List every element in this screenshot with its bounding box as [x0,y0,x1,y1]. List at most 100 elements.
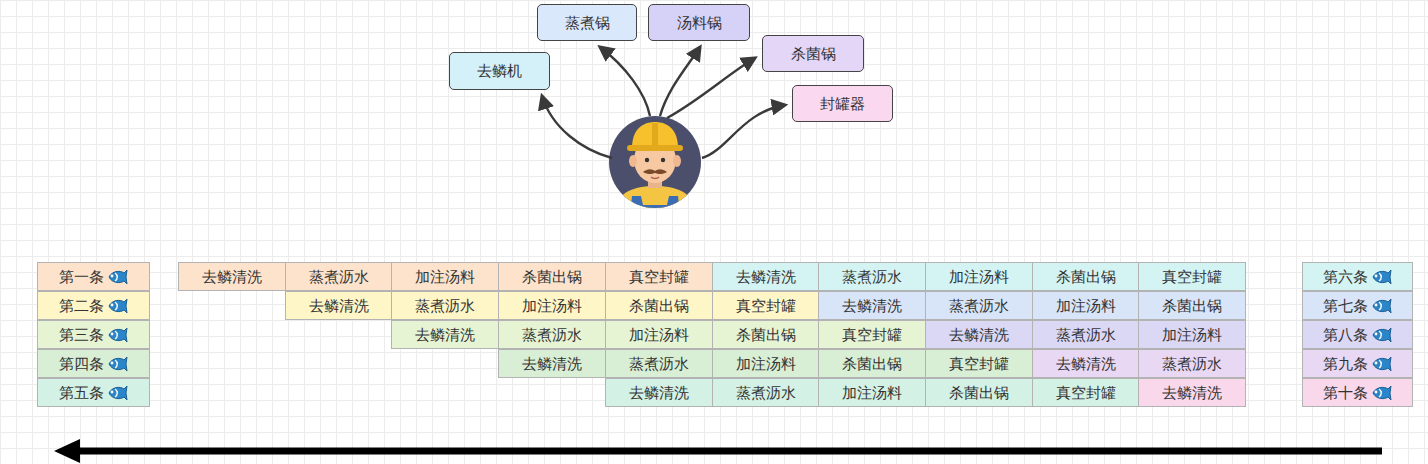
machine-name: 封罐器 [820,95,865,113]
step-name: 杀菌出锅 [522,268,582,286]
worker-arrows [542,47,785,158]
fish-icon [106,327,128,343]
step-cell: 去鳞清洗 [925,320,1033,349]
step-cell: 杀菌出锅 [605,291,713,320]
line-label: 第五条 [59,384,104,402]
step-name: 去鳞清洗 [1056,355,1116,373]
step-name: 加注汤料 [1162,326,1222,344]
fish-icon [1370,327,1392,343]
step-cell: 蒸煮沥水 [1138,349,1246,378]
line-label: 第七条 [1323,297,1368,315]
step-cell: 蒸煮沥水 [1032,320,1140,349]
machine-box: 杀菌锅 [762,35,864,72]
step-cell: 蒸煮沥水 [818,262,926,291]
step-name: 蒸煮沥水 [522,326,582,344]
step-cell: 去鳞清洗 [178,262,286,291]
step-name: 去鳞清洗 [309,297,369,315]
fish-icon [109,299,127,313]
fish-icon [1370,269,1392,285]
step-name: 去鳞清洗 [522,355,582,373]
time-arrow [54,439,1382,463]
fish-icon [106,269,128,285]
fish-icon [1373,386,1391,400]
step-cell: 杀菌出锅 [1032,262,1140,291]
step-name: 蒸煮沥水 [736,384,796,402]
machine-name: 汤料锅 [677,14,722,32]
line-label-box: 第五条 [37,378,150,407]
step-cell: 杀菌出锅 [925,378,1033,407]
step-cell: 真空封罐 [605,262,713,291]
step-cell: 加注汤料 [712,349,820,378]
line-label-box: 第七条 [1302,291,1413,320]
fish-icon [109,270,127,284]
line-label: 第六条 [1323,268,1368,286]
fish-icon [109,328,127,342]
step-name: 加注汤料 [415,268,475,286]
fish-icon [106,298,128,314]
worker-arrow [702,105,785,158]
step-cell: 去鳞清洗 [605,378,713,407]
step-cell: 加注汤料 [818,378,926,407]
line-label-box: 第六条 [1302,262,1413,291]
fish-icon [1373,270,1391,284]
step-cell: 蒸煮沥水 [285,262,393,291]
step-name: 杀菌出锅 [842,355,902,373]
line-label: 第九条 [1323,355,1368,373]
step-cell: 杀菌出锅 [498,262,606,291]
step-name: 去鳞清洗 [629,384,689,402]
fish-icon [109,386,127,400]
line-label-box: 第三条 [37,320,150,349]
step-cell: 蒸煮沥水 [712,378,820,407]
step-cell: 去鳞清洗 [1032,349,1140,378]
worker-mustache [643,169,667,174]
worker-avatar [609,116,701,215]
worker-eye [645,158,649,162]
step-name: 去鳞清洗 [949,326,1009,344]
fish-icon [1370,298,1392,314]
step-name: 杀菌出锅 [1056,268,1116,286]
hard-hat [632,122,678,148]
step-name: 真空封罐 [949,355,1009,373]
step-cell: 去鳞清洗 [391,320,499,349]
worker-arrow [600,47,650,116]
step-cell: 杀菌出锅 [1138,291,1246,320]
step-name: 真空封罐 [629,268,689,286]
step-cell: 加注汤料 [1032,291,1140,320]
machine-name: 蒸煮锅 [565,14,610,32]
machine-name: 杀菌锅 [791,45,836,63]
step-name: 加注汤料 [629,326,689,344]
worker-arrow [660,47,700,116]
step-name: 杀菌出锅 [736,326,796,344]
worker-ear [673,155,681,167]
fish-icon [1373,299,1391,313]
step-name: 去鳞清洗 [202,268,262,286]
worker-arrow [542,96,612,158]
worker-arrow [667,58,755,118]
line-label-box: 第九条 [1302,349,1413,378]
step-cell: 真空封罐 [925,349,1033,378]
line-label: 第三条 [59,326,104,344]
step-cell: 蒸煮沥水 [925,291,1033,320]
time-arrow-head [54,439,80,463]
step-name: 真空封罐 [736,297,796,315]
line-label: 第一条 [59,268,104,286]
worker-overalls [630,196,680,215]
fish-icon [1370,385,1392,401]
step-name: 蒸煮沥水 [309,268,369,286]
machine-box: 蒸煮锅 [537,4,637,41]
step-name: 去鳞清洗 [415,326,475,344]
fish-icon [106,356,128,372]
step-cell: 加注汤料 [605,320,713,349]
machine-name: 去鳞机 [477,62,522,80]
hard-hat-ridge [652,123,658,145]
step-name: 蒸煮沥水 [629,355,689,373]
line-label: 第四条 [59,355,104,373]
step-name: 加注汤料 [522,297,582,315]
worker-eye [661,158,665,162]
step-cell: 真空封罐 [818,320,926,349]
step-name: 真空封罐 [1162,268,1222,286]
step-cell: 加注汤料 [925,262,1033,291]
hard-hat-brim [627,145,683,151]
step-cell: 加注汤料 [1138,320,1246,349]
